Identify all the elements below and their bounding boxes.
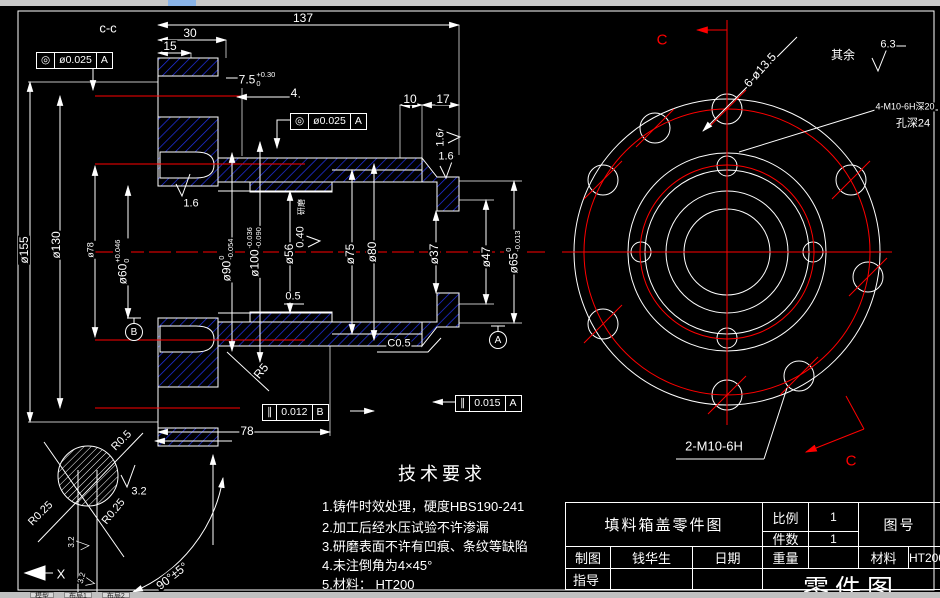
qty-value: 1 bbox=[830, 531, 837, 546]
fcf-parallel-a-cell: 0.015 bbox=[469, 396, 504, 411]
detail-view bbox=[23, 432, 232, 593]
techreq-item: 4.未注倒角为4×45° bbox=[322, 558, 433, 573]
fcf-parallel-b-cell: 0.012 bbox=[276, 405, 311, 420]
section-c-bottom: C bbox=[844, 452, 858, 470]
dim-0p5: 0.5 bbox=[284, 290, 302, 303]
date-label: 日期 bbox=[714, 551, 741, 566]
detail-3p2-a: 3.2 bbox=[130, 485, 148, 498]
dim-d130: ø130 bbox=[49, 230, 63, 260]
datum-b: B bbox=[125, 323, 143, 341]
ucs-x-icon bbox=[23, 565, 53, 581]
advisor-label: 指导 bbox=[572, 572, 599, 588]
techreq-item: 3.研磨表面不许有凹痕、条纹等缺陷 bbox=[322, 539, 528, 554]
dim-15: 15 bbox=[162, 39, 178, 53]
other-rough-value: 6.3 bbox=[879, 38, 897, 51]
material-label: 材料 bbox=[870, 551, 897, 566]
chamfer-c0p5: C0.5 bbox=[386, 337, 412, 350]
sheet-frame bbox=[17, 10, 935, 591]
weight-label: 重量 bbox=[772, 551, 799, 566]
scrollbar-thumb[interactable] bbox=[168, 0, 196, 6]
fcf-concentricity-mid-cell: A bbox=[349, 114, 366, 129]
scale-label: 比例 bbox=[772, 510, 799, 526]
dim-d75: ø75 bbox=[343, 242, 357, 266]
dim-d100: ø100-0.036-0.090 bbox=[245, 226, 263, 278]
top-scrollbar-strip[interactable] bbox=[0, 0, 940, 6]
rough-1p6-c: 1.6 bbox=[437, 150, 455, 163]
techreq-item: 2.加工后经水压试验不许渗漏 bbox=[322, 520, 489, 535]
dim-d78: ø78 bbox=[85, 241, 96, 259]
roughness-icon bbox=[871, 45, 906, 73]
techreq-title: 技术要求 bbox=[398, 464, 486, 484]
thread-2m10: 2-M10-6H bbox=[684, 438, 744, 454]
section-c-top: C bbox=[655, 31, 669, 49]
qty-label: 件数 bbox=[772, 532, 799, 546]
dim-d37: ø37 bbox=[427, 242, 441, 266]
dim-d155: ø155 bbox=[17, 235, 31, 265]
scale-value: 1 bbox=[830, 510, 837, 524]
section-view bbox=[26, 21, 545, 447]
thread-4m10: 4-M10-6H深20 bbox=[874, 101, 936, 112]
techreq-item: 1.铸件时效处理，硬度HBS190-241 bbox=[322, 499, 525, 514]
rough-0p40: 0.40 bbox=[294, 225, 307, 249]
fcf-parallel-b-cell: ∥ bbox=[267, 406, 273, 419]
detail-3p2-b: 3.2 bbox=[67, 535, 76, 549]
rough-1p6-a: 1.6 bbox=[182, 197, 200, 210]
dim-d56: ø56 bbox=[282, 242, 296, 266]
tab-layout2[interactable]: 布局2 bbox=[101, 592, 130, 598]
thread-4m10-depth: 孔深24 bbox=[894, 117, 932, 130]
dim-4: 4 bbox=[289, 86, 299, 100]
dim-17: 17 bbox=[435, 92, 451, 106]
roughness-icon bbox=[120, 464, 136, 489]
part-title: 填料箱盖零件图 bbox=[604, 517, 724, 534]
fcf-parallel-a-cell: ∥ bbox=[460, 397, 466, 410]
dim-d80: ø80 bbox=[365, 240, 379, 264]
roughness-icon bbox=[73, 539, 90, 551]
dim-30: 30 bbox=[182, 26, 198, 40]
dim-10: 10 bbox=[402, 92, 418, 106]
ucs-x-label: X bbox=[55, 566, 67, 582]
section-label: c-c bbox=[98, 20, 118, 36]
fcf-concentricity-mid-cell: ◎ bbox=[295, 115, 305, 128]
drafter-label: 制图 bbox=[574, 551, 601, 566]
material-value: HT200 bbox=[909, 550, 940, 565]
datum-a: A bbox=[489, 331, 507, 349]
dim-d47: ø47 bbox=[479, 245, 493, 269]
layout-tab-bar: 模型 布局1 布局2 bbox=[0, 592, 940, 598]
dim-78: 78 bbox=[239, 424, 255, 438]
rough-grind: 研磨 bbox=[297, 198, 306, 216]
fcf-concentricity-top-left-cell: ø0.025 bbox=[54, 53, 96, 68]
tab-layout1[interactable]: 布局1 bbox=[64, 592, 92, 598]
drawing-number-label: 图号 bbox=[883, 516, 916, 533]
fcf-parallel-a-cell: A bbox=[504, 396, 521, 411]
other-rough-label: 其余 bbox=[829, 48, 857, 62]
fcf-concentricity-top-left-cell: A bbox=[95, 53, 112, 68]
fcf-parallel-b-cell: B bbox=[311, 405, 328, 420]
dim-137: 137 bbox=[291, 11, 315, 25]
fcf-concentricity-mid-cell: ø0.025 bbox=[308, 114, 350, 129]
rough-1p6-b: 1.6 bbox=[434, 130, 447, 148]
fcf-concentricity-top-left-cell: ◎ bbox=[41, 54, 51, 67]
tab-model[interactable]: 模型 bbox=[30, 592, 54, 598]
drafter-value: 钱华生 bbox=[631, 551, 671, 566]
techreq-item: 5.材料： HT200 bbox=[322, 577, 415, 592]
